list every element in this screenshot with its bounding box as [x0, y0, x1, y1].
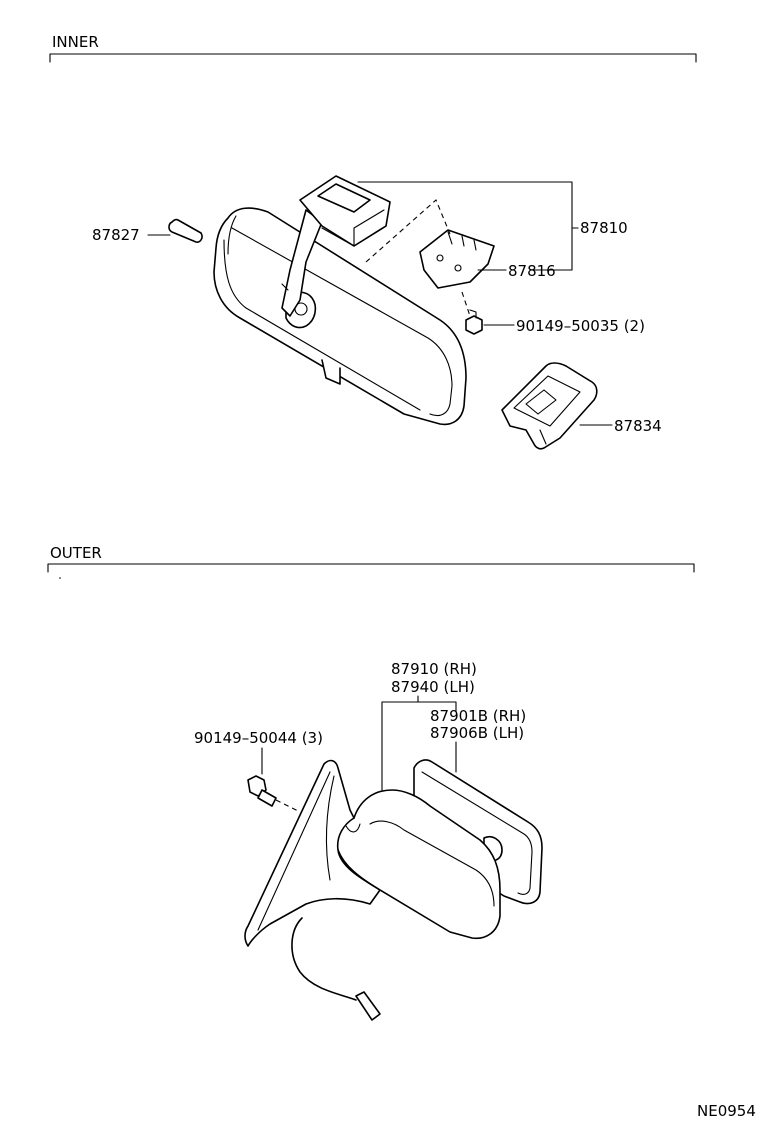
- label-87816: 87816: [508, 262, 556, 280]
- label-87827: 87827: [92, 226, 140, 244]
- label-87910: 87910 (RH): [391, 660, 477, 678]
- inner-section-header: INNER: [49, 33, 697, 63]
- label-87940: 87940 (LH): [391, 678, 475, 696]
- label-87834: 87834: [614, 417, 662, 435]
- outer-section-header: OUTER: [47, 544, 695, 573]
- outer-mirror-base: [244, 759, 381, 947]
- diagram-code: NE0954: [697, 1102, 756, 1120]
- label-87810-group: 87810 87816: [357, 181, 628, 280]
- outer-labels: 87910 (RH) 87940 (LH) 87901B (RH) 87906B…: [194, 660, 526, 791]
- part-87816-bracket: [419, 229, 495, 317]
- outer-section-title: OUTER: [50, 544, 102, 562]
- label-87906b: 87906B (LH): [430, 724, 524, 742]
- label-90149-50044: 90149–50044 (3): [194, 729, 323, 747]
- inner-mirror-body: [213, 207, 467, 426]
- label-87810: 87810: [580, 219, 628, 237]
- label-87901b: 87901B (RH): [430, 707, 526, 725]
- stray-dot: [59, 577, 61, 579]
- inner-mirror-stay: [281, 175, 391, 317]
- inner-section-title: INNER: [52, 33, 99, 51]
- part-87827-pin: 87827: [92, 218, 203, 244]
- assembly-dash-87810: [365, 199, 451, 263]
- label-90149-50035: 90149–50035 (2): [516, 317, 645, 335]
- part-90149-50035-screw: 90149–50035 (2): [465, 309, 645, 335]
- outer-mirror-wire: [291, 917, 381, 1021]
- part-90149-50044-screw: [247, 775, 301, 813]
- part-87834-cover: 87834: [501, 362, 662, 450]
